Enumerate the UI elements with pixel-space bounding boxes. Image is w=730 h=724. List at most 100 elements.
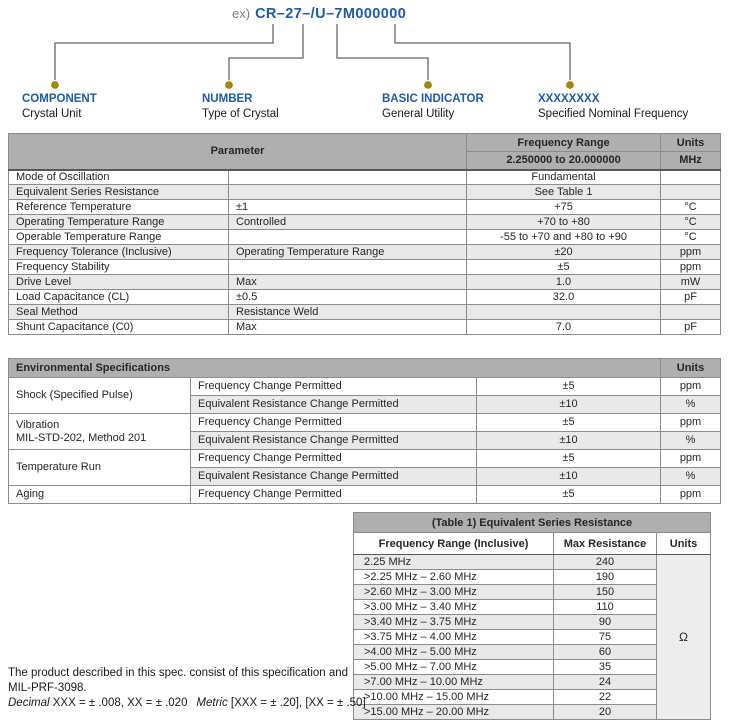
env-description: Equivalent Resistance Change Permitted (190, 467, 477, 486)
esr-value: 22 (553, 689, 657, 705)
decimal-values: XXX = ± .008, XX = ± .020 (49, 697, 197, 709)
diagram-label-component: COMPONENT Crystal Unit (22, 92, 97, 122)
units-value: MHz (660, 151, 722, 170)
param-condition: Controlled (227, 214, 468, 230)
diagram-label-subtitle: Crystal Unit (22, 108, 82, 120)
esr-value: 35 (553, 659, 657, 675)
env-group-vibration: Vibration MIL-STD-202, Method 201 (8, 413, 191, 450)
table-row: >3.40 MHz – 3.75 MHz 90 (353, 614, 711, 630)
env-description: Frequency Change Permitted (190, 449, 477, 468)
esr-range: >2.60 MHz – 3.00 MHz (353, 584, 554, 600)
env-group-aging: Aging (8, 485, 191, 504)
environmental-table: Environmental Specifications Units Shock… (7, 358, 722, 504)
param-value: 7.0 (466, 319, 662, 335)
diagram-label-title: NUMBER (202, 93, 253, 105)
param-unit: °C (660, 214, 722, 230)
esr-value: 60 (553, 644, 657, 660)
footnote-line1: The product described in this spec. cons… (8, 667, 349, 679)
table-row: Reference Temperature ±1 +75 °C (8, 199, 722, 215)
param-value: 1.0 (466, 274, 662, 290)
connector-line (394, 24, 571, 80)
env-value: ±5 (475, 413, 662, 432)
env-value: ±5 (475, 485, 662, 504)
connector-dot (424, 81, 432, 89)
table-row: Vibration MIL-STD-202, Method 201 Freque… (8, 413, 722, 450)
param-value: ±20 (466, 244, 662, 260)
connector-line (336, 24, 429, 80)
env-description: Equivalent Resistance Change Permitted (190, 395, 477, 414)
esr-value: 190 (553, 569, 657, 585)
esr-range: >3.40 MHz – 3.75 MHz (353, 614, 554, 630)
param-unit: °C (660, 229, 722, 245)
env-unit: % (660, 395, 722, 414)
env-value: ±10 (475, 395, 662, 414)
env-description: Frequency Change Permitted (190, 377, 477, 396)
esr-range: >3.00 MHz – 3.40 MHz (353, 599, 554, 615)
diagram-label-title: BASIC INDICATOR (382, 93, 484, 105)
param-value (466, 304, 662, 320)
table-row: Equivalent Series Resistance See Table 1 (8, 184, 722, 200)
table-row: Mode of Oscillation Fundamental (8, 169, 722, 185)
table-row: >5.00 MHz – 7.00 MHz 35 (353, 659, 711, 675)
esr-range: >3.75 MHz – 4.00 MHz (353, 629, 554, 645)
param-value: See Table 1 (466, 184, 662, 200)
table-row: Frequency Tolerance (Inclusive) Operatin… (8, 244, 722, 260)
param-condition (227, 184, 468, 200)
param-unit: pF (660, 289, 722, 305)
esr-value: 75 (553, 629, 657, 645)
param-name: Frequency Tolerance (Inclusive) (8, 244, 229, 260)
param-condition: Max (227, 274, 468, 290)
table-row: 2.25 MHz 240 Ω (353, 554, 711, 720)
table-row: >10.00 MHz – 15.00 MHz 22 (353, 689, 711, 705)
table-row: Load Capacitance (CL) ±0.5 32.0 pF (8, 289, 722, 305)
esr-col-units: Units (656, 532, 711, 555)
footnote-line2: MIL-PRF-3098. (8, 682, 87, 694)
diagram-label-title: XXXXXXXX (538, 93, 600, 105)
param-unit: °C (660, 199, 722, 215)
param-value: Fundamental (466, 169, 662, 185)
env-description: Frequency Change Permitted (190, 485, 477, 504)
esr-value: 150 (553, 584, 657, 600)
param-name: Equivalent Series Resistance (8, 184, 229, 200)
environmental-title: Environmental Specifications (7, 358, 662, 378)
param-condition (227, 229, 468, 245)
example-prefix: ex) (232, 6, 251, 21)
connector-dot (225, 81, 233, 89)
table-row: Shunt Capacitance (C0) Max 7.0 pF (8, 319, 722, 335)
param-condition: ±0.5 (227, 289, 468, 305)
esr-range: >10.00 MHz – 15.00 MHz (353, 689, 554, 705)
diagram-label-title: COMPONENT (22, 93, 97, 105)
table-row: >7.00 MHz – 10.00 MHz 24 (353, 674, 711, 690)
param-condition: Operating Temperature Range (227, 244, 468, 260)
param-unit (660, 304, 722, 320)
env-value: ±5 (475, 377, 662, 396)
param-unit: mW (660, 274, 722, 290)
connector-line (54, 24, 274, 80)
metric-label: Metric (196, 697, 228, 709)
param-value: -55 to +70 and +80 to +90 (466, 229, 662, 245)
param-unit (660, 184, 722, 200)
table-row: Seal Method Resistance Weld (8, 304, 722, 320)
param-unit (660, 169, 722, 185)
part-number: CR–27–/U–7M000000 (255, 6, 407, 22)
esr-table-title: (Table 1) Equivalent Series Resistance (353, 512, 711, 533)
env-unit: ppm (660, 413, 722, 432)
table-row: Operating Temperature Range Controlled +… (8, 214, 722, 230)
env-unit: ppm (660, 485, 722, 504)
env-group-temperature-run: Temperature Run (8, 449, 191, 486)
param-name: Load Capacitance (CL) (8, 289, 229, 305)
param-unit: ppm (660, 244, 722, 260)
param-condition: ±1 (227, 199, 468, 215)
esr-value: 90 (553, 614, 657, 630)
param-value: +70 to +80 (466, 214, 662, 230)
param-unit: ppm (660, 259, 722, 275)
param-name: Mode of Oscillation (8, 169, 229, 185)
footnote-tolerances: Decimal XXX = ± .008, XX = ± .020 Metric… (8, 696, 368, 711)
esr-range: 2.25 MHz (353, 554, 554, 570)
esr-range: >7.00 MHz – 10.00 MHz (353, 674, 554, 690)
param-name: Frequency Stability (8, 259, 229, 275)
table-row: Shock (Specified Pulse) Frequency Change… (8, 377, 722, 414)
esr-table: (Table 1) Equivalent Series Resistance F… (353, 512, 711, 720)
parameter-header: Parameter (7, 133, 468, 170)
